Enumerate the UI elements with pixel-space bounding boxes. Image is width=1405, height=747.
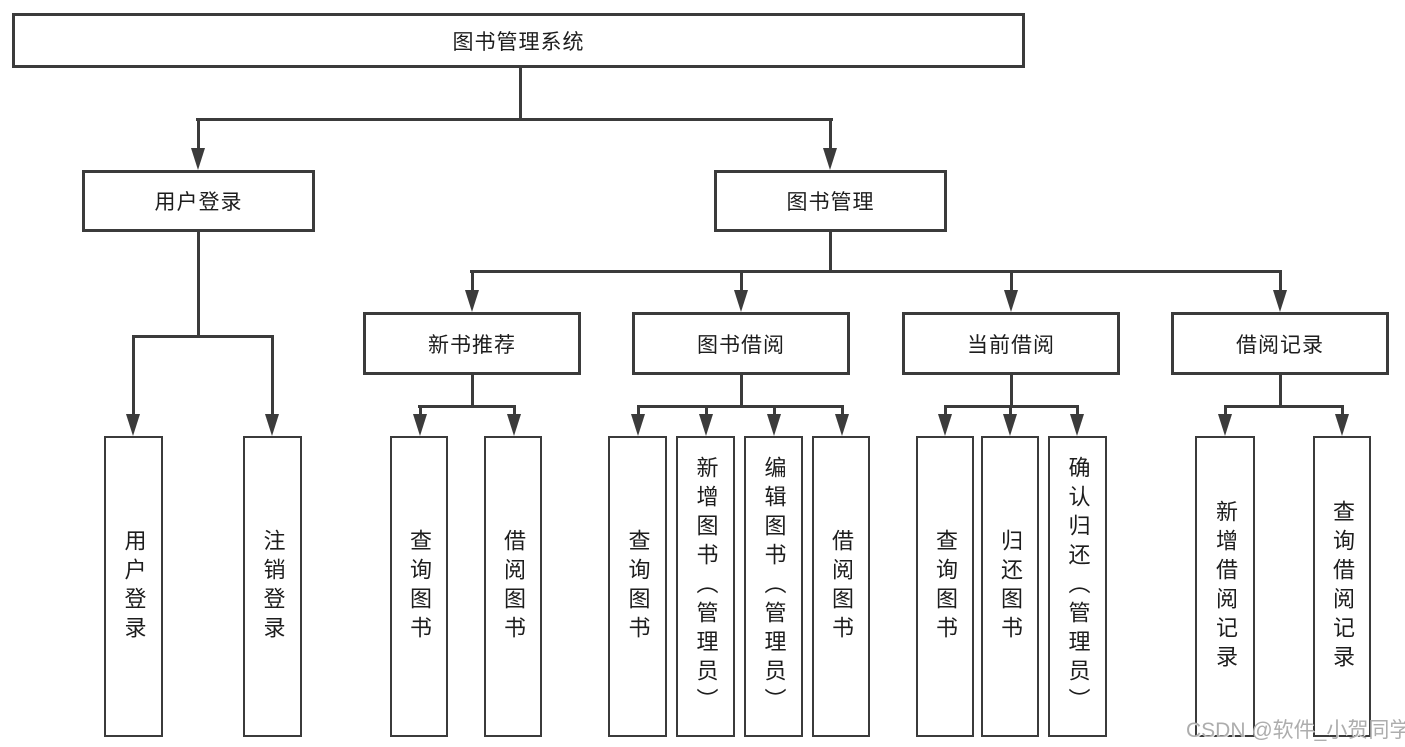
leaf-borrow-borrow: 借阅图书: [812, 436, 870, 737]
connector-user-login-bar: [132, 335, 274, 338]
arrow-down-icon: [1070, 414, 1084, 436]
leaf-newbooks-borrow: 借阅图书: [484, 436, 542, 737]
node-new-books-label: 新书推荐: [428, 333, 516, 357]
node-book-mgmt: 图书管理: [714, 170, 947, 232]
connector-drop-leaf: [513, 405, 516, 417]
leaf-borrow-query: 查询图书: [608, 436, 667, 737]
connector-book-borrow-stem: [740, 375, 743, 407]
arrow-down-icon: [823, 148, 837, 170]
connector-new-books-bar: [418, 405, 516, 408]
arrow-down-icon: [835, 414, 849, 436]
leaf-records-query-label: 查询借阅记录: [1330, 499, 1355, 674]
connector-book-mgmt-bar: [470, 270, 1282, 273]
arrow-down-icon: [191, 148, 205, 170]
arrow-down-icon: [507, 414, 521, 436]
connector-drop-user-login: [197, 118, 200, 152]
connector-drop-leaf: [944, 405, 947, 417]
connector-borrow-records-bar: [1224, 405, 1343, 408]
arrow-down-icon: [413, 414, 427, 436]
watermark: CSDN @软件_小贺同学: [1186, 719, 1405, 742]
leaf-records-add: 新增借阅记录: [1195, 436, 1255, 737]
node-user-login-label: 用户登录: [154, 191, 243, 214]
leaf-current-query-label: 查询图书: [933, 528, 958, 645]
arrow-down-icon: [938, 414, 952, 436]
node-current-borrow: 当前借阅: [902, 312, 1120, 375]
leaf-records-query: 查询借阅记录: [1313, 436, 1371, 737]
connector-drop-leaf: [271, 335, 274, 415]
connector-book-borrow-bar: [637, 405, 843, 408]
connector-book-mgmt-stem: [829, 232, 832, 273]
connector-drop-leaf: [705, 405, 708, 417]
connector-borrow-records-stem: [1279, 375, 1282, 407]
leaf-borrow-edit-admin-label: 编辑图书（管理员）: [761, 456, 787, 717]
arrow-down-icon: [1273, 290, 1287, 312]
node-borrow-records-label: 借阅记录: [1236, 333, 1324, 357]
leaf-user-login: 用户登录: [104, 436, 163, 737]
arrow-down-icon: [631, 414, 645, 436]
node-book-borrow-label: 图书借阅: [697, 333, 785, 357]
leaf-borrow-add-admin-label: 新增图书（管理员）: [693, 456, 719, 717]
node-root-label: 图书管理系统: [452, 30, 585, 54]
leaf-borrow-edit-admin: 编辑图书（管理员）: [744, 436, 803, 737]
connector-drop-leaf: [1076, 405, 1079, 417]
connector-new-books-stem: [471, 375, 474, 407]
leaf-user-login-label: 用户登录: [121, 528, 147, 645]
connector-drop-current-borrow: [1010, 270, 1013, 294]
connector-root-stem: [519, 68, 522, 120]
arrow-down-icon: [1335, 414, 1349, 436]
connector-drop-leaf: [773, 405, 776, 417]
leaf-newbooks-query: 查询图书: [390, 436, 448, 737]
arrow-down-icon: [767, 414, 781, 436]
leaf-newbooks-borrow-label: 借阅图书: [501, 528, 526, 645]
connector-drop-book-borrow: [740, 270, 743, 294]
leaf-current-return: 归还图书: [981, 436, 1039, 737]
connector-drop-leaf: [1009, 405, 1012, 417]
node-book-mgmt-label: 图书管理: [786, 191, 875, 214]
arrow-down-icon: [1218, 414, 1232, 436]
node-current-borrow-label: 当前借阅: [967, 333, 1055, 357]
arrow-down-icon: [734, 290, 748, 312]
arrow-down-icon: [265, 414, 279, 436]
connector-drop-new-books: [471, 270, 474, 294]
arrow-down-icon: [1004, 290, 1018, 312]
node-new-books: 新书推荐: [363, 312, 581, 375]
leaf-current-confirm-admin-label: 确认归还（管理员）: [1065, 456, 1091, 717]
arrow-down-icon: [126, 414, 140, 436]
connector-drop-leaf: [132, 335, 135, 415]
leaf-current-confirm-admin: 确认归还（管理员）: [1048, 436, 1107, 737]
connector-drop-borrow-records: [1279, 270, 1282, 294]
leaf-logout-label: 注销登录: [260, 528, 286, 645]
connector-user-login-stem: [197, 232, 200, 338]
leaf-current-return-label: 归还图书: [998, 528, 1023, 645]
connector-drop-book-mgmt: [829, 118, 832, 152]
leaf-logout: 注销登录: [243, 436, 302, 737]
connector-current-borrow-stem: [1010, 375, 1013, 407]
leaf-records-add-label: 新增借阅记录: [1213, 499, 1238, 674]
arrow-down-icon: [699, 414, 713, 436]
node-borrow-records: 借阅记录: [1171, 312, 1389, 375]
leaf-borrow-borrow-label: 借阅图书: [829, 528, 854, 645]
leaf-borrow-add-admin: 新增图书（管理员）: [676, 436, 735, 737]
leaf-borrow-query-label: 查询图书: [625, 528, 651, 645]
node-root: 图书管理系统: [12, 13, 1025, 68]
connector-drop-leaf: [1341, 405, 1344, 417]
node-user-login: 用户登录: [82, 170, 315, 232]
connector-drop-leaf: [841, 405, 844, 417]
connector-root-bar: [196, 118, 833, 121]
leaf-newbooks-query-label: 查询图书: [407, 528, 432, 645]
connector-drop-leaf: [1224, 405, 1227, 417]
arrow-down-icon: [465, 290, 479, 312]
arrow-down-icon: [1003, 414, 1017, 436]
connector-drop-leaf: [637, 405, 640, 417]
node-book-borrow: 图书借阅: [632, 312, 850, 375]
leaf-current-query: 查询图书: [916, 436, 974, 737]
connector-drop-leaf: [419, 405, 422, 417]
